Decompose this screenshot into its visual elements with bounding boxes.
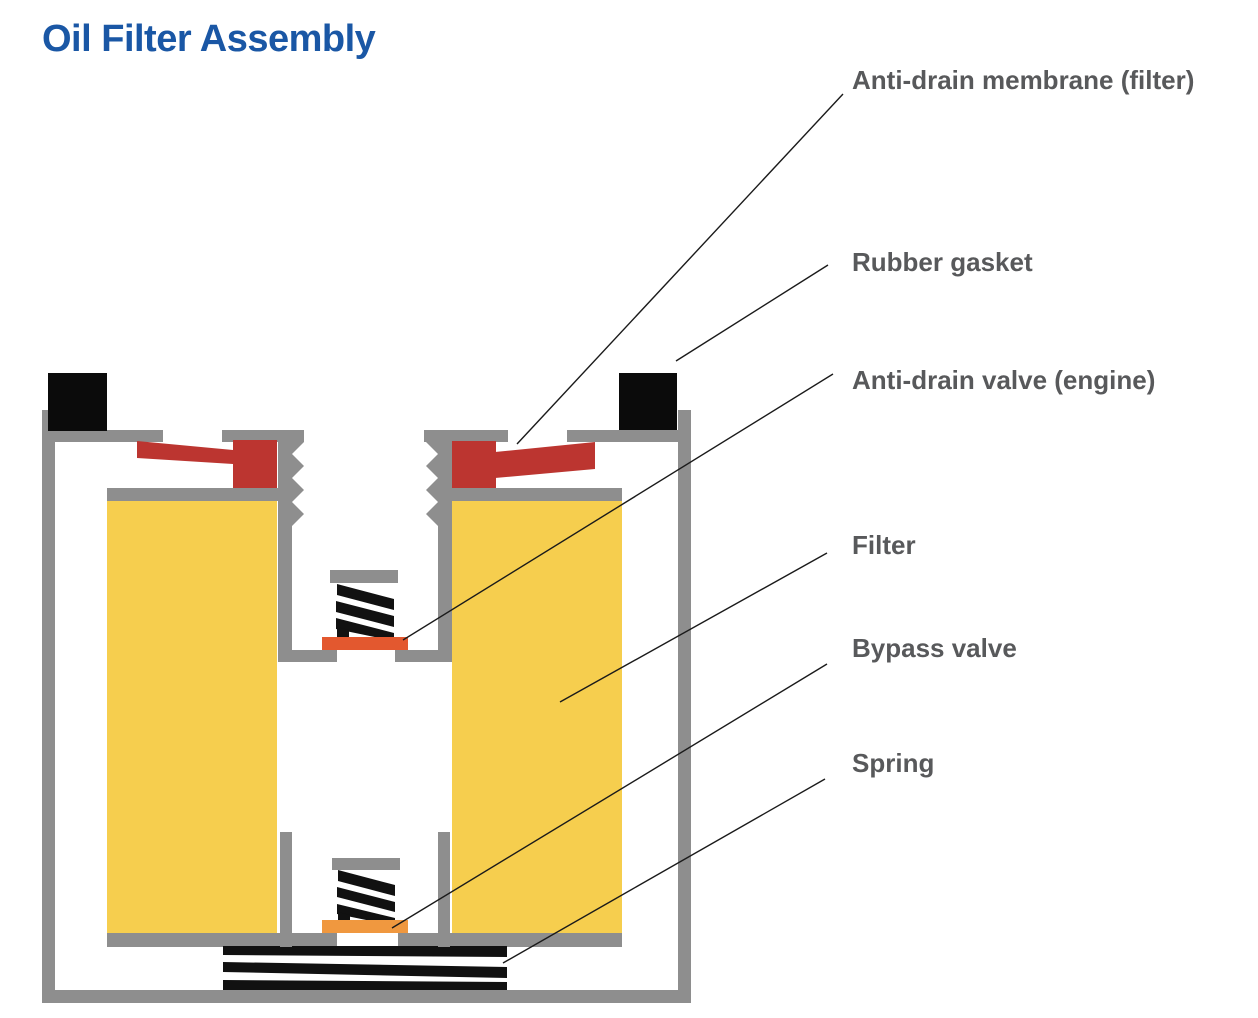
bypass-valve-spring-coil <box>337 887 395 912</box>
shell-bottom <box>42 990 691 1003</box>
filter-media-right <box>452 501 622 933</box>
filter-top-plate-right <box>452 488 622 501</box>
anti-drain-valve-spring-coil <box>337 627 349 640</box>
bypass-valve-spring-coil <box>338 870 395 896</box>
label-bypass-valve: Bypass valve <box>852 633 1017 663</box>
label-filter: Filter <box>852 530 916 560</box>
leader-anti-drain-membrane <box>516 93 844 445</box>
anti-drain-valve-cap <box>330 570 398 583</box>
bypass-valve-cap <box>332 858 400 870</box>
leader-lines <box>391 93 844 964</box>
shell-top-plate-right <box>567 430 691 442</box>
membrane-block-left <box>233 440 277 488</box>
anti-drain-valve-spring-coil <box>336 601 394 627</box>
main-spring-coil <box>223 946 507 957</box>
bypass-chamber-wall-left <box>280 832 292 947</box>
center-tube-wall-left-threaded <box>278 430 304 662</box>
leader-spring <box>502 778 826 964</box>
leader-filter <box>559 552 828 703</box>
leader-bypass-valve <box>391 663 828 929</box>
valve-chamber-floor-left <box>278 650 337 662</box>
shell-wall-left <box>42 410 55 1003</box>
bypass-valve-plate <box>322 920 408 933</box>
label-rubber-gasket: Rubber gasket <box>852 247 1033 277</box>
label-anti-drain-valve-engine: Anti-drain valve (engine) <box>852 365 1156 395</box>
anti-drain-valve-engine <box>322 570 408 650</box>
main-spring <box>223 946 507 992</box>
anti-drain-valve-spring-coil <box>337 584 394 610</box>
valve-chamber-floor-right <box>395 650 452 662</box>
filter-bottom-plate-left <box>107 933 337 947</box>
rubber-gasket-left <box>48 373 107 431</box>
anti-drain-valve-spring-coil <box>336 618 394 641</box>
label-anti-drain-membrane: Anti-drain membrane (filter) <box>852 65 1195 95</box>
main-spring-coil <box>223 980 507 992</box>
membrane-flap-left <box>137 441 233 464</box>
center-tube-wall-right-threaded <box>426 430 452 662</box>
anti-drain-membrane <box>137 440 595 488</box>
filter-bottom-plate-right <box>398 933 622 947</box>
membrane-block-right <box>452 441 496 488</box>
membrane-flap-right <box>495 442 595 478</box>
anti-drain-valve-plate <box>322 637 408 650</box>
filter-top-plate-left <box>107 488 280 501</box>
filter-media-left <box>107 501 277 933</box>
label-spring: Spring <box>852 748 935 778</box>
rubber-gasket-right <box>619 373 677 430</box>
leader-rubber-gasket <box>675 264 829 362</box>
main-spring-coil <box>223 962 507 978</box>
shell-wall-right <box>678 410 691 1003</box>
page-title: Oil Filter Assembly <box>42 18 376 60</box>
bypass-valve <box>322 858 408 933</box>
bypass-chamber-wall-right <box>438 832 450 947</box>
shell-top-plate-left <box>42 430 163 442</box>
leader-anti-drain-valve-engine <box>402 373 834 641</box>
